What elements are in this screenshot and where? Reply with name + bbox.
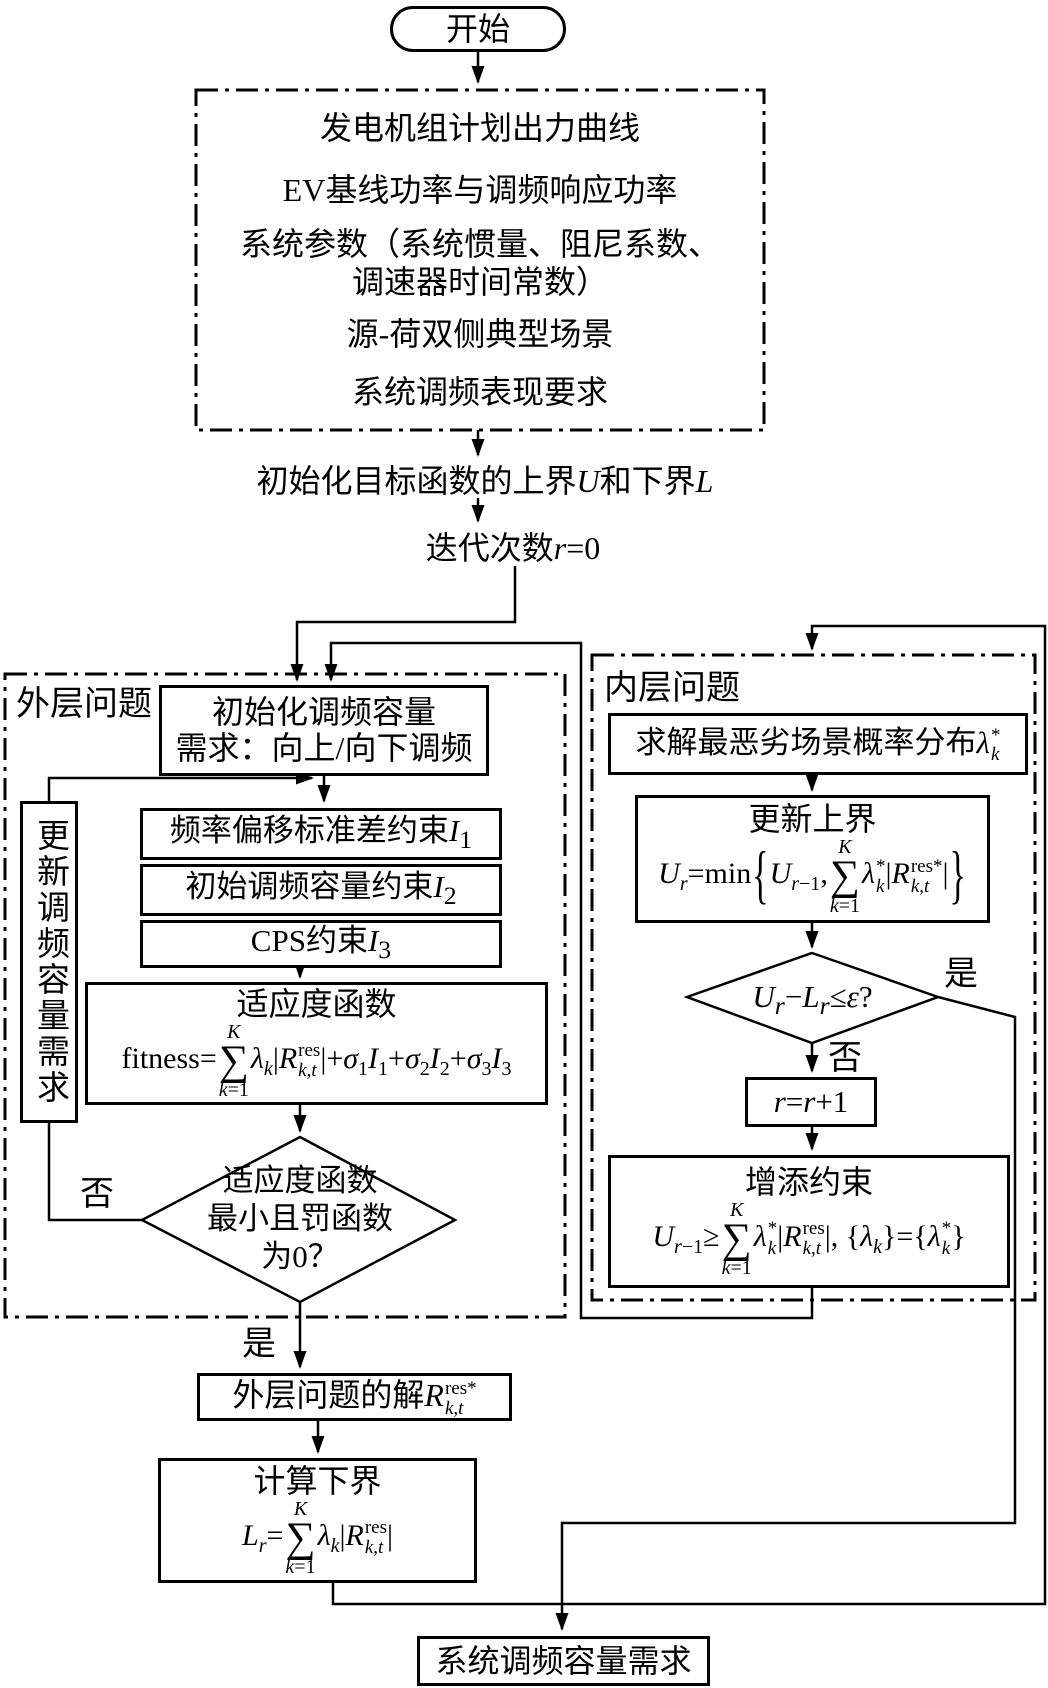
connector-add-constraint-to-outer-init: [324, 641, 814, 1320]
final-output-box: 系统调频容量需求: [417, 1636, 710, 1686]
step-iter-init: 迭代次数r=0: [425, 530, 601, 566]
fitness-title: 适应度函数: [236, 985, 397, 1022]
lower-bound-title: 计算下界: [253, 1462, 382, 1499]
outer-problem-label: 外层问题: [16, 686, 152, 723]
solve-worst-scenario-label: 求解最恶劣场景概率分布λ*k: [635, 724, 1001, 766]
connector-iter-to-outer: [290, 566, 517, 682]
connector-lower-to-inner-loop: [331, 624, 1047, 1606]
connector-inner-yes-to-final: [555, 995, 1017, 1631]
add-constraint-title: 增添约束: [744, 1163, 873, 1200]
input-line-system-params-1: 系统参数（系统惯量、阻尼系数、: [239, 226, 720, 262]
outer-diamond-line3: 为0？: [261, 1238, 339, 1274]
input-line-typical-scenarios: 源-荷双侧典型场景: [346, 316, 614, 352]
constraint-i1-box: 频率偏移标准差约束I1: [140, 808, 502, 860]
inner-problem-dashdot-box: [590, 653, 1037, 1302]
constraint-i3-box: CPS约束I3: [140, 920, 502, 968]
iteration-increment-box: r=r+1: [745, 1077, 877, 1127]
update-capacity-label: 更新调频容量需求: [31, 818, 68, 1106]
constraint-i1-label: 频率偏移标准差约束I1: [169, 813, 473, 855]
outer-yes-label: 是: [242, 1326, 276, 1363]
final-output-label: 系统调频容量需求: [435, 1642, 692, 1679]
input-line-system-params-2: 调速器时间常数）: [351, 264, 608, 300]
inner-diamond-text: Ur−Lr≤ε?: [752, 979, 873, 1021]
start-node: 开始: [390, 6, 566, 52]
iteration-increment-label: r=r+1: [773, 1084, 849, 1120]
constraint-i2-label: 初始调频容量约束I2: [185, 869, 457, 911]
step-init-bounds: 初始化目标函数的上界U和下界L: [256, 463, 714, 499]
inner-no-label: 否: [828, 1040, 862, 1077]
outer-init-line2: 需求：向上/向下调频: [175, 729, 473, 766]
solve-worst-scenario-box: 求解最恶劣场景概率分布λ*k: [608, 713, 1028, 775]
outer-diamond-line2: 最小且罚函数: [207, 1200, 393, 1236]
input-line-generator-output: 发电机组计划出力曲线: [319, 110, 640, 146]
update-capacity-box: 更新调频容量需求: [20, 801, 78, 1123]
outer-init-line1: 初始化调频容量: [211, 694, 436, 731]
connector-no-to-update: [47, 1123, 142, 1222]
inner-decision-diamond: [683, 951, 942, 1045]
upper-bound-title: 更新上界: [748, 801, 877, 838]
outer-diamond-line1: 适应度函数: [222, 1163, 378, 1198]
input-line-performance-req: 系统调频表现要求: [351, 374, 608, 410]
input-line-ev-power: EV基线功率与调频响应功率: [282, 172, 678, 208]
outer-init-capacity-box: 初始化调频容量 需求：向上/向下调频: [159, 685, 489, 776]
outer-no-label: 否: [80, 1176, 114, 1213]
inner-yes-label: 是: [944, 956, 978, 993]
constraint-i2-box: 初始调频容量约束I2: [140, 864, 502, 916]
inner-problem-label: 内层问题: [604, 670, 740, 707]
outer-problem-dashdot-box: [3, 672, 567, 1319]
outer-decision-diamond: [139, 1135, 458, 1304]
constraint-i3-label: CPS约束I3: [250, 923, 392, 965]
connector-update-to-junction: [47, 771, 314, 801]
input-dashdot-box: [194, 88, 766, 432]
outer-diamond-text: 适应度函数 最小且罚函数 为0？: [150, 1162, 450, 1275]
start-label: 开始: [445, 10, 510, 47]
